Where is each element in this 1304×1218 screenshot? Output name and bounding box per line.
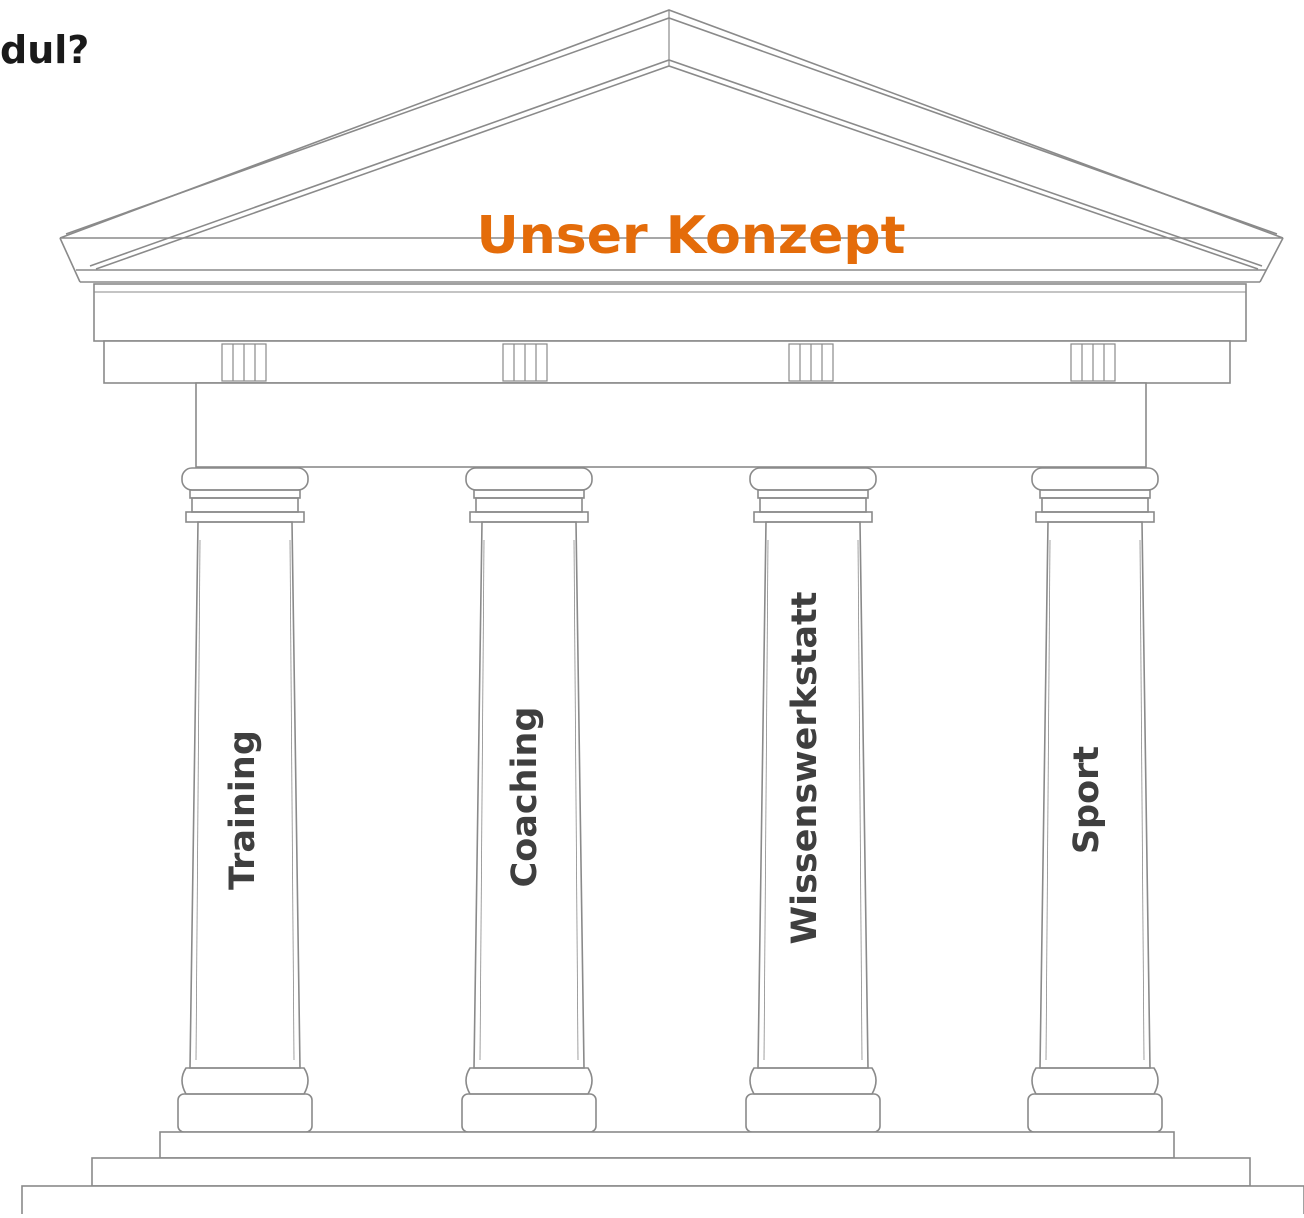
entablature	[93, 283, 1247, 468]
page-heading: dul?	[0, 28, 90, 72]
pillar-label-training: Training	[223, 730, 263, 890]
pillar-label-coaching: Coaching	[505, 706, 545, 888]
pillar-label-wissenswerkstatt: Wissenswerkstatt	[785, 591, 825, 945]
column-4	[1027, 467, 1163, 1133]
column-1	[177, 467, 313, 1133]
steps	[21, 1131, 1304, 1218]
pillar-label-sport: Sport	[1067, 745, 1107, 855]
pediment	[59, 9, 1284, 283]
concept-title: Unser Konzept	[476, 206, 906, 266]
column-3	[745, 467, 881, 1133]
